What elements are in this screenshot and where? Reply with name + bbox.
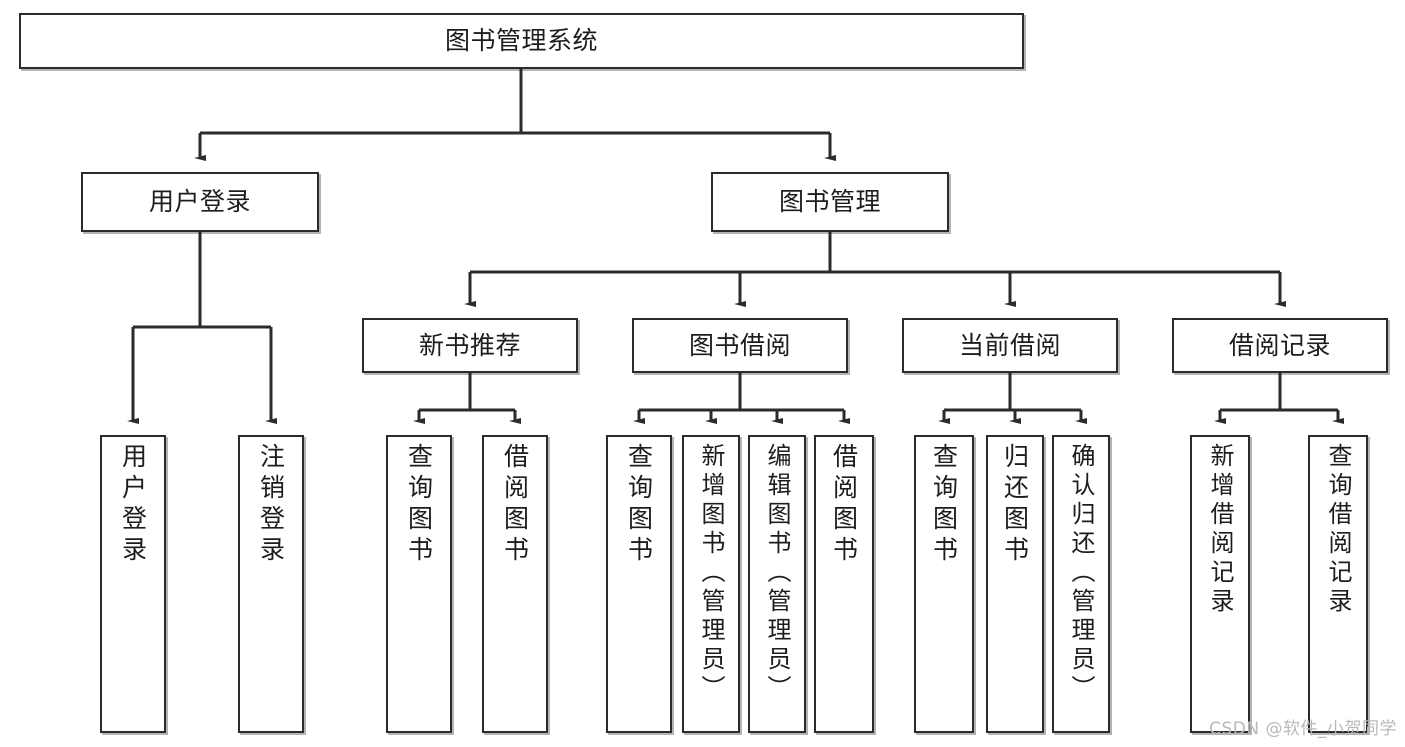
node-leaf-add-book-admin-label: 新增图书（管理员） [697, 443, 725, 704]
node-leaf-confirm-return[interactable]: 确认归还（管理员） [1052, 435, 1110, 733]
node-borrow-record[interactable]: 借阅记录 [1172, 318, 1388, 373]
node-leaf-confirm-return-label: 确认归还（管理员） [1067, 443, 1095, 704]
node-user-login-label: 用户登录 [148, 187, 251, 217]
node-leaf-borrow-book-2[interactable]: 借阅图书 [814, 435, 874, 733]
node-new-book-recommend-label: 新书推荐 [418, 330, 521, 360]
node-leaf-borrow-book-2-label: 借阅图书 [829, 443, 859, 567]
node-book-management[interactable]: 图书管理 [711, 172, 949, 232]
node-leaf-user-login-label: 用户登录 [118, 443, 148, 567]
node-leaf-edit-book-admin[interactable]: 编辑图书（管理员） [748, 435, 806, 733]
node-current-borrow[interactable]: 当前借阅 [902, 318, 1118, 373]
node-leaf-edit-book-admin-label: 编辑图书（管理员） [763, 443, 791, 704]
node-leaf-return-book[interactable]: 归还图书 [986, 435, 1044, 733]
node-leaf-query-borrow-record[interactable]: 查询借阅记录 [1308, 435, 1368, 733]
node-borrow-record-label: 借阅记录 [1228, 330, 1331, 360]
node-leaf-query-book-3[interactable]: 查询图书 [914, 435, 974, 733]
node-root-label: 图书管理系统 [444, 26, 598, 56]
node-leaf-query-book-2-label: 查询图书 [624, 443, 654, 567]
node-leaf-query-book-2[interactable]: 查询图书 [606, 435, 672, 733]
node-leaf-logout-login-label: 注销登录 [256, 443, 286, 567]
node-leaf-user-login[interactable]: 用户登录 [100, 435, 166, 733]
node-leaf-logout-login[interactable]: 注销登录 [238, 435, 304, 733]
node-leaf-return-book-label: 归还图书 [1000, 443, 1030, 567]
node-leaf-query-book-1-label: 查询图书 [404, 443, 434, 567]
node-leaf-borrow-book-1[interactable]: 借阅图书 [482, 435, 548, 733]
node-book-borrow[interactable]: 图书借阅 [632, 318, 848, 373]
node-book-management-label: 图书管理 [778, 187, 881, 217]
node-current-borrow-label: 当前借阅 [958, 330, 1061, 360]
node-leaf-query-borrow-record-label: 查询借阅记录 [1324, 443, 1352, 617]
node-leaf-borrow-book-1-label: 借阅图书 [500, 443, 530, 567]
node-leaf-add-book-admin[interactable]: 新增图书（管理员） [682, 435, 740, 733]
node-book-borrow-label: 图书借阅 [688, 330, 791, 360]
node-new-book-recommend[interactable]: 新书推荐 [362, 318, 578, 373]
watermark-text: CSDN @软件_小贺同学 [1209, 719, 1397, 739]
node-leaf-add-borrow-record-label: 新增借阅记录 [1206, 443, 1234, 617]
node-leaf-add-borrow-record[interactable]: 新增借阅记录 [1190, 435, 1250, 733]
node-leaf-query-book-1[interactable]: 查询图书 [386, 435, 452, 733]
node-user-login[interactable]: 用户登录 [81, 172, 319, 232]
node-leaf-query-book-3-label: 查询图书 [929, 443, 959, 567]
node-root[interactable]: 图书管理系统 [19, 13, 1024, 69]
